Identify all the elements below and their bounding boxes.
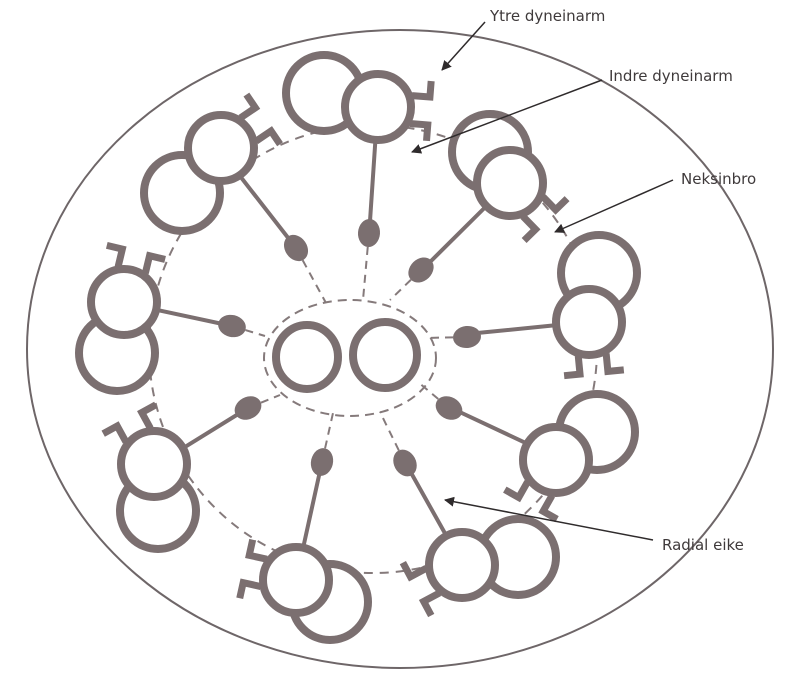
radial-spoke-4 bbox=[417, 381, 529, 446]
label-radial-spoke: Radial eike bbox=[662, 536, 744, 554]
outer-dynein-arm bbox=[540, 194, 570, 215]
arrow-outer-dynein-arm bbox=[441, 21, 486, 71]
radial-spoke-2 bbox=[389, 204, 488, 301]
radial-spoke-link bbox=[362, 232, 370, 301]
radial-spoke-head bbox=[408, 257, 434, 283]
inner-dynein-arm bbox=[520, 213, 541, 243]
inner-dynein-arm bbox=[254, 126, 283, 147]
a-tubule bbox=[87, 265, 161, 339]
radial-spoke-head bbox=[234, 396, 262, 420]
a-tubule bbox=[184, 111, 258, 185]
doublet-3 bbox=[552, 231, 641, 380]
radial-spoke-head bbox=[393, 449, 417, 477]
radial-spoke-head bbox=[453, 325, 481, 349]
outer-dynein-arm bbox=[236, 578, 262, 600]
inner-dynein-arm bbox=[563, 355, 584, 380]
radial-spoke-stalk bbox=[422, 204, 488, 270]
doublet-8 bbox=[75, 241, 166, 395]
cilium-membrane bbox=[26, 29, 774, 669]
radial-spoke-7 bbox=[181, 394, 281, 450]
radial-spoke-head bbox=[283, 234, 309, 262]
outer-dynein-arm bbox=[418, 589, 442, 618]
a-tubule bbox=[519, 423, 593, 497]
outer-dynein-arm bbox=[238, 92, 261, 121]
label-nexin-link: Neksinbro bbox=[681, 170, 757, 188]
inner-dynein-arm bbox=[141, 251, 166, 275]
inner-dynein-arm bbox=[399, 560, 428, 582]
radial-spoke-stalk bbox=[465, 323, 558, 336]
arrow-nexin-link bbox=[554, 179, 674, 233]
central-pair bbox=[272, 318, 421, 393]
radial-spoke-link bbox=[379, 411, 406, 464]
a-tubule bbox=[473, 146, 547, 220]
doublet-4 bbox=[503, 390, 639, 523]
doublet-5 bbox=[399, 515, 560, 618]
radial-spoke-3 bbox=[424, 323, 558, 349]
microtubule-doublets bbox=[75, 51, 641, 644]
inner-dynein-arm bbox=[409, 120, 432, 142]
outer-dynein-arm bbox=[538, 493, 559, 523]
radial-spoke-1 bbox=[357, 138, 381, 301]
a-tubule bbox=[425, 528, 499, 602]
radial-spoke-8 bbox=[155, 307, 266, 338]
doublet-6 bbox=[236, 538, 372, 644]
outer-dynein-arm bbox=[105, 241, 127, 268]
central-sheath bbox=[263, 299, 437, 417]
a-tubule bbox=[117, 427, 191, 501]
doublet-9 bbox=[140, 92, 283, 235]
radial-spoke-head bbox=[357, 219, 381, 247]
radial-spoke-head bbox=[310, 448, 334, 476]
radial-spoke-6 bbox=[301, 412, 334, 549]
central-microtubule-left bbox=[272, 321, 342, 393]
radial-spoke-link bbox=[295, 247, 327, 304]
doublet-1 bbox=[282, 51, 435, 144]
arrow-inner-dynein-arm bbox=[411, 79, 603, 154]
inner-dynein-arm bbox=[245, 538, 268, 563]
radial-spoke-9 bbox=[238, 174, 327, 304]
radial-spoke-head bbox=[218, 314, 246, 338]
central-microtubule-right bbox=[349, 318, 421, 392]
radial-spoke-5 bbox=[379, 411, 448, 538]
label-outer-dynein-arm: Ytre dyneinarm bbox=[490, 7, 606, 25]
arrow-radial-spoke bbox=[444, 496, 654, 541]
inner-dynein-arm bbox=[137, 401, 158, 431]
doublet-2 bbox=[448, 110, 570, 243]
outer-dynein-arm bbox=[602, 353, 625, 376]
annotation-arrows bbox=[411, 21, 674, 541]
inner-dynein-arm bbox=[503, 480, 531, 503]
doublet-7 bbox=[101, 401, 200, 553]
outer-dynein-arm bbox=[101, 421, 129, 444]
a-tubule bbox=[552, 285, 626, 359]
radial-spoke-head bbox=[435, 396, 463, 420]
a-tubule bbox=[259, 543, 333, 617]
radial-spoke-stalk bbox=[238, 174, 298, 250]
a-tubule bbox=[341, 70, 415, 144]
label-inner-dynein-arm: Indre dyneinarm bbox=[609, 67, 733, 85]
outer-dynein-arm bbox=[411, 80, 435, 101]
radial-spokes bbox=[155, 138, 558, 549]
radial-spoke-stalk bbox=[301, 460, 324, 549]
